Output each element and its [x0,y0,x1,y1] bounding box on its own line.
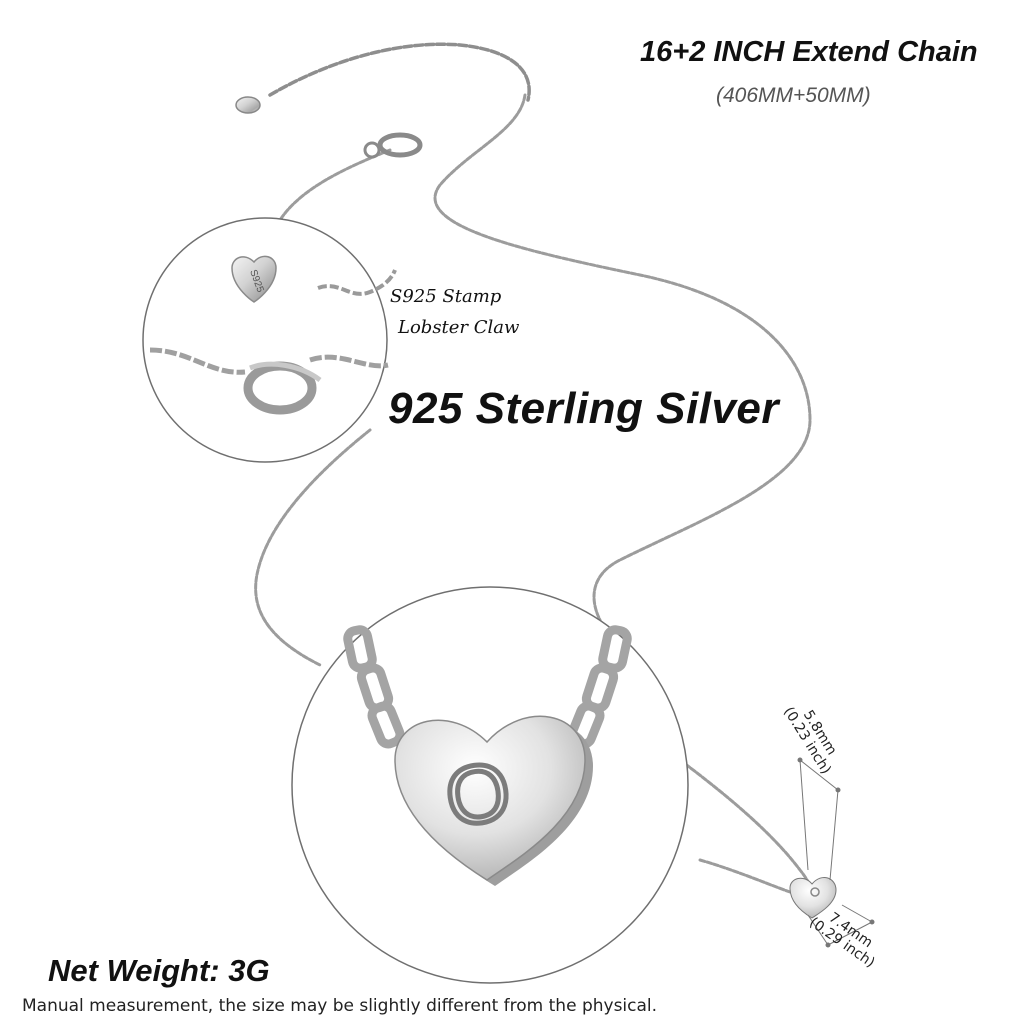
dimension-lines [797,757,875,948]
claw-callout: Lobster Claw [398,317,520,338]
extender-chain [268,42,531,102]
chain-length-headline: 16+2 INCH Extend Chain [640,36,978,68]
stamp-callout: S925 Stamp [390,286,502,307]
pendant-letter: O [440,745,516,844]
pendant-detail-circle [291,586,689,984]
extender-drop-charm [235,96,261,114]
material-headline: 925 Sterling Silver [388,384,780,433]
actual-size-pendant [789,876,837,919]
heart-pendant [394,715,586,881]
chain-length-metric: (406MM+50MM) [716,84,871,107]
stamp-tag-icon [231,255,277,303]
net-weight: Net Weight: 3G [48,953,270,988]
measurement-disclaimer: Manual measurement, the size may be slig… [22,996,658,1016]
clasp-detail-circle [142,217,397,463]
lobster-clasp [363,132,423,159]
